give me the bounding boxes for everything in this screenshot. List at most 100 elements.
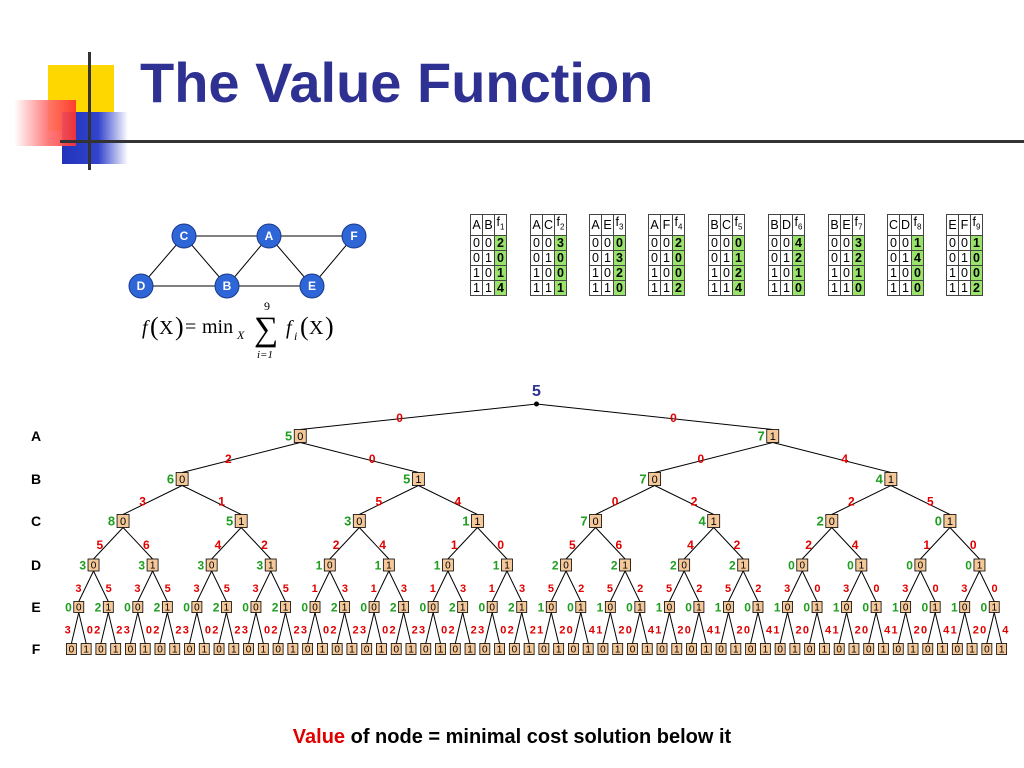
node-assignment: 1 xyxy=(342,603,348,614)
tree-node: 03 xyxy=(197,559,218,573)
node-assignment: 0 xyxy=(327,561,333,572)
tree-edge xyxy=(949,527,980,560)
tree-edge xyxy=(152,570,168,602)
edge-cost-label: 2 xyxy=(691,494,698,508)
tree-node: 0 xyxy=(833,643,845,656)
tree-node: 1 xyxy=(819,643,830,656)
level-label-b: B xyxy=(31,471,41,487)
factor-value: 0 xyxy=(554,264,567,281)
node-value: 2 xyxy=(154,601,161,615)
node-assignment: 0 xyxy=(98,645,104,656)
node-assignment: 1 xyxy=(142,645,148,656)
tree-node: 03 xyxy=(79,559,100,573)
tree-edge xyxy=(639,612,648,644)
node-value: 0 xyxy=(862,601,869,615)
tree-edge xyxy=(300,442,419,473)
factor-assignment: 1 xyxy=(482,279,495,296)
node-value: 1 xyxy=(375,559,382,573)
factor-assignment: 1 xyxy=(780,279,793,296)
factor-assignment: 1 xyxy=(946,264,959,281)
node-assignment: 0 xyxy=(748,645,754,656)
edge-cost-label: 3 xyxy=(519,583,525,595)
edge-cost-label: 5 xyxy=(569,538,576,552)
formula-paren-close-2: ) xyxy=(325,312,334,341)
node-value: 0 xyxy=(419,601,426,615)
deco-red-square xyxy=(14,100,76,146)
factor-value: 2 xyxy=(672,234,685,251)
node-assignment: 1 xyxy=(290,645,296,656)
tree-node: 12 xyxy=(154,601,173,615)
tree-node: 0 xyxy=(125,643,136,656)
factor-var-header: A xyxy=(530,214,543,236)
node-assignment: 1 xyxy=(467,645,473,656)
tree-node: 00 xyxy=(242,601,262,615)
node-assignment: 1 xyxy=(740,561,746,572)
edge-cost-label: 3 xyxy=(360,625,366,637)
factor-assignment: 1 xyxy=(840,279,853,296)
node-value: 0 xyxy=(788,559,795,573)
tree-edge xyxy=(462,612,471,644)
node-assignment: 1 xyxy=(674,645,680,656)
edge-cost-label: 5 xyxy=(376,494,383,508)
factor-value: 1 xyxy=(911,234,924,251)
node-value: 1 xyxy=(493,559,500,573)
factor-var-header: B xyxy=(828,214,841,236)
factor-assignment: 1 xyxy=(887,264,900,281)
node-value: 0 xyxy=(965,559,972,573)
tree-node: 12 xyxy=(729,559,750,573)
tree-edge xyxy=(986,612,995,644)
edge-cost-label: 3 xyxy=(460,583,466,595)
edge-cost-label: 1 xyxy=(714,625,720,637)
tree-node: 00 xyxy=(301,601,321,615)
factor-assignment: 0 xyxy=(648,234,661,251)
tree-edge xyxy=(920,527,951,560)
node-assignment: 0 xyxy=(563,561,569,572)
edge-cost-label: 2 xyxy=(271,625,277,637)
tree-node: 0 xyxy=(243,643,254,656)
edge-cost-label: 4 xyxy=(766,625,773,637)
node-value: 3 xyxy=(257,559,264,573)
factor-assignment: 0 xyxy=(768,234,781,251)
factor-assignment: 1 xyxy=(470,279,483,296)
edge-cost-label: 2 xyxy=(618,625,624,637)
factor-assignment: 1 xyxy=(887,279,900,296)
tree-edge xyxy=(122,527,153,560)
node-assignment: 0 xyxy=(305,645,311,656)
edge-cost-label: 5 xyxy=(548,583,554,595)
tree-edge xyxy=(100,612,109,644)
factor-value: 1 xyxy=(494,264,507,281)
node-value: 3 xyxy=(344,514,351,529)
node-value: 0 xyxy=(124,601,131,615)
factor-func-header: f2 xyxy=(554,214,567,236)
tree-node: 1 xyxy=(759,643,771,656)
node-assignment: 1 xyxy=(113,645,119,656)
edge-cost-label: 3 xyxy=(902,583,908,595)
edge-cost-label: 2 xyxy=(116,625,122,637)
node-value: 1 xyxy=(434,559,441,573)
edge-cost-label: 0 xyxy=(146,625,152,637)
tree-node: 0 xyxy=(981,643,993,656)
factor-value: 2 xyxy=(613,264,626,281)
tree-edge xyxy=(713,527,744,560)
tree-node: 0 xyxy=(331,643,343,656)
graph-node-label: D xyxy=(137,279,146,293)
factor-assignment: 0 xyxy=(768,249,781,266)
tree-edge xyxy=(595,485,655,515)
tree-edge xyxy=(418,485,478,515)
node-assignment: 1 xyxy=(438,645,444,656)
tree-edge xyxy=(432,612,442,644)
factor-value: 0 xyxy=(554,249,567,266)
tree-edge xyxy=(521,612,530,644)
edge-cost-label: 0 xyxy=(980,625,986,637)
edge-cost-label: 2 xyxy=(530,625,536,637)
tree-node: 0 xyxy=(922,643,934,656)
tree-edge xyxy=(668,570,685,602)
factor-assignment: 1 xyxy=(768,264,781,281)
factor-value: 2 xyxy=(792,249,805,266)
tree-edge xyxy=(964,570,980,602)
node-value: 0 xyxy=(183,601,190,615)
